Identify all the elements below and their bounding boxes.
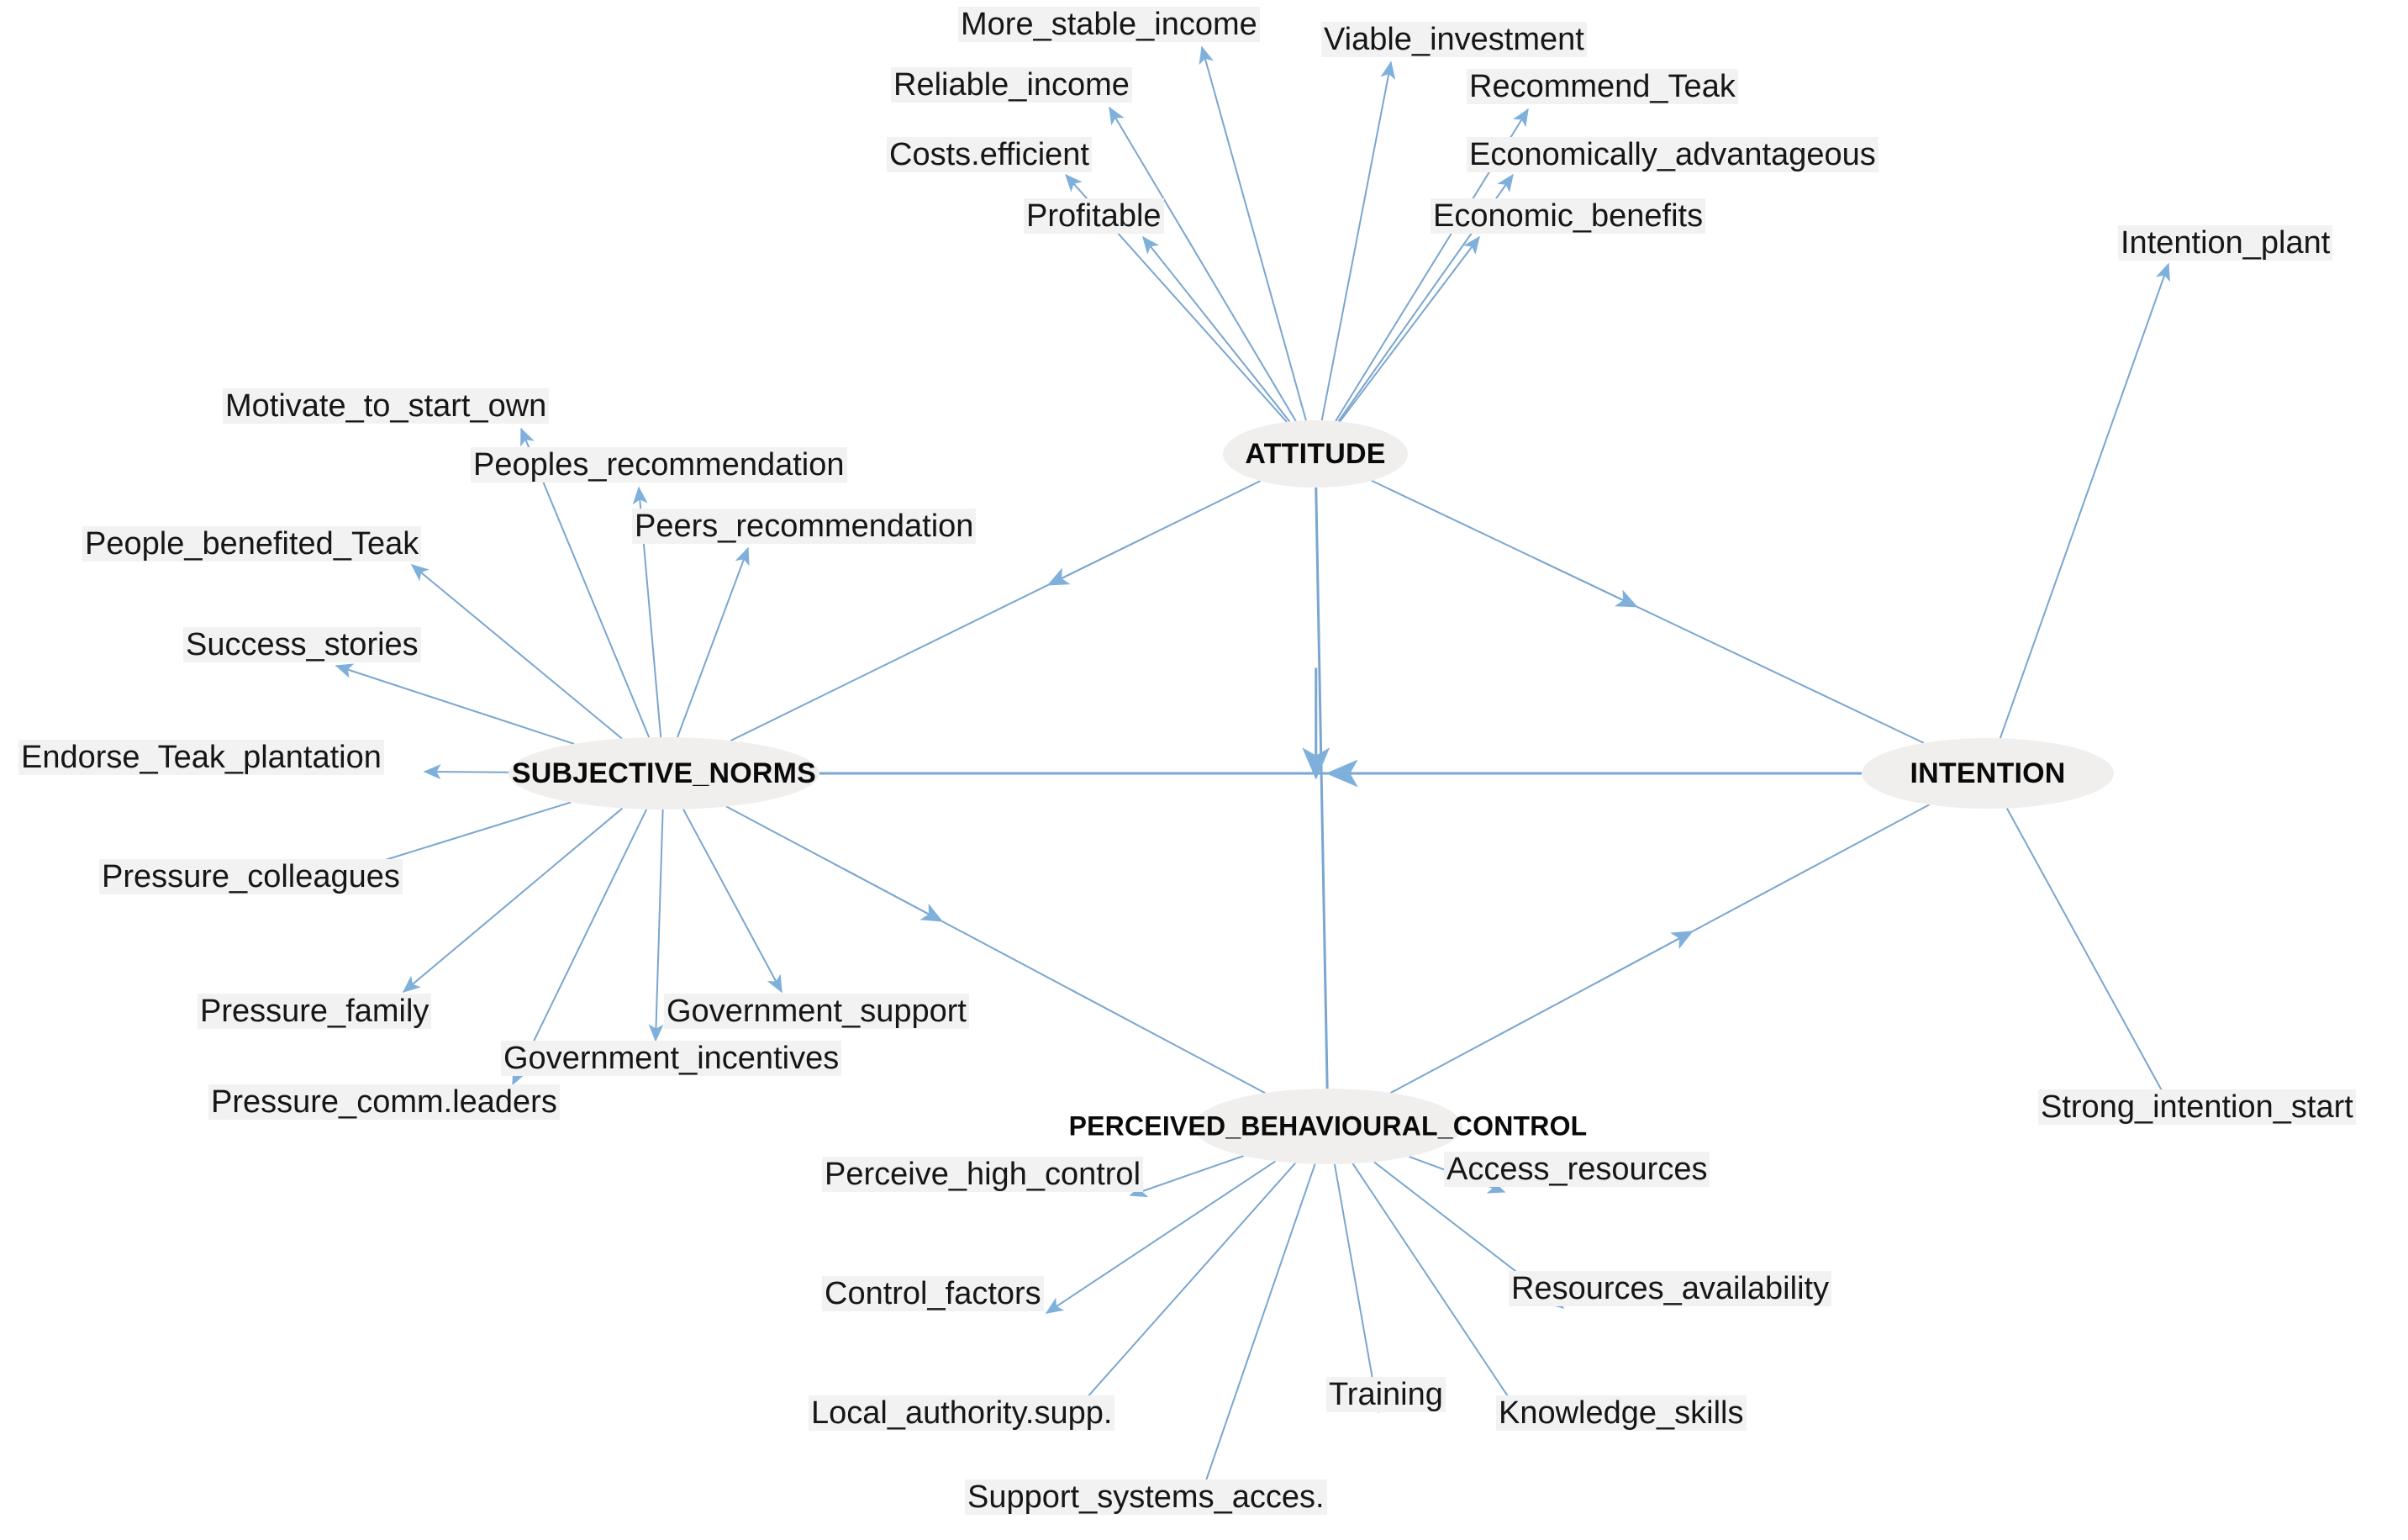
indicator-peoples_recommendation[interactable]: Peoples_recommendation: [471, 447, 847, 483]
measurement-arrow-people_benefited_teak: [410, 564, 623, 740]
indicator-access_resources[interactable]: Access_resources: [1444, 1152, 1710, 1187]
indicator-economic_benefits[interactable]: Economic_benefits: [1431, 198, 1706, 234]
indicator-pressure_comm_leaders[interactable]: Pressure_comm.leaders: [208, 1084, 560, 1120]
measurement-arrow-perceive_high_control: [1129, 1155, 1244, 1198]
indicator-profitable[interactable]: Profitable: [1024, 198, 1164, 234]
measurement-arrow-knowledge_skills: [1352, 1163, 1531, 1431]
indicator-strong_intention_start[interactable]: Strong_intention_start: [2038, 1089, 2356, 1125]
path-attitude-subjective-norms: [730, 480, 1261, 742]
path-subjective-norms-pbc: [725, 805, 1266, 1094]
measurement-arrow-local_authority_supp: [1058, 1162, 1296, 1431]
path-attitude-pbc: [1315, 487, 1329, 1089]
indicator-success_stories[interactable]: Success_stories: [183, 627, 421, 662]
indicator-economically_advantageous[interactable]: Economically_advantageous: [1467, 137, 1878, 172]
measurement-arrow-government_support: [682, 809, 782, 994]
indicator-resources_availability[interactable]: Resources_availability: [1509, 1271, 1832, 1306]
indicator-control_factors[interactable]: Control_factors: [822, 1276, 1044, 1311]
measurement-arrow-training: [1333, 1163, 1383, 1414]
indicator-people_benefited_teak[interactable]: People_benefited_Teak: [82, 526, 422, 562]
latent-node-attitude[interactable]: ATTITUDE: [1223, 420, 1408, 488]
indicator-recommend_teak[interactable]: Recommend_Teak: [1467, 69, 1738, 104]
latent-node-intention[interactable]: INTENTION: [1862, 738, 2114, 809]
indicator-motivate_to_start_own[interactable]: Motivate_to_start_own: [223, 388, 550, 424]
latent-node-perceived-behavioural-control[interactable]: PERCEIVED_BEHAVIOURAL_CONTROL: [1069, 1089, 1587, 1164]
measurement-arrow-profitable: [1142, 235, 1291, 423]
indicator-endorse_teak_plantation[interactable]: Endorse_Teak_plantation: [18, 740, 384, 775]
indicator-training[interactable]: Training: [1326, 1377, 1446, 1412]
indicator-peers_recommendation[interactable]: Peers_recommendation: [632, 509, 977, 544]
latent-label-intention: INTENTION: [1910, 757, 2066, 789]
measurement-arrow-government_incentives: [648, 809, 664, 1042]
path-attitude-to-intention-head: [1536, 558, 1638, 608]
indicator-intention_plant[interactable]: Intention_plant: [2118, 225, 2333, 261]
path-attitude-subjective-norms-head: [1046, 537, 1145, 586]
path-subjective-norms-pbc-head: [844, 868, 944, 922]
measurement-arrow-control_factors: [1045, 1160, 1277, 1314]
indicator-local_authority_supp[interactable]: Local_authority.supp.: [809, 1395, 1115, 1431]
path-attitude-to-intention: [1371, 479, 1925, 744]
measurement-arrow-reliable_income: [1109, 106, 1297, 422]
indicator-pressure_family[interactable]: Pressure_family: [198, 994, 432, 1029]
measurement-arrow-pressure_family: [402, 807, 624, 993]
measurement-arrow-success_stories: [335, 663, 575, 745]
indicator-support_systems_acces[interactable]: Support_systems_acces.: [965, 1479, 1327, 1515]
latent-label-perceived-behavioural-control: PERCEIVED_BEHAVIOURAL_CONTROL: [1068, 1110, 1588, 1142]
latent-node-subjective-norms[interactable]: SUBJECTIVE_NORMS: [508, 737, 819, 810]
measurement-arrow-support_systems_acces: [1195, 1163, 1316, 1506]
measurement-arrow-intention_plant: [1999, 262, 2170, 739]
indicator-perceive_high_control[interactable]: Perceive_high_control: [822, 1157, 1144, 1192]
latent-label-subjective-norms: SUBJECTIVE_NORMS: [511, 757, 817, 789]
indicator-more_stable_income[interactable]: More_stable_income: [958, 7, 1260, 42]
measurement-arrow-peers_recommendation: [677, 546, 750, 738]
measurement-arrow-economic_benefits: [1339, 235, 1480, 423]
measurement-arrow-strong_intention_start: [2005, 808, 2178, 1120]
indicator-government_incentives[interactable]: Government_incentives: [501, 1041, 842, 1076]
measurement-arrow-viable_investment: [1320, 61, 1396, 421]
measurement-arrow-endorse_teak_plantation: [423, 764, 509, 780]
latent-label-attitude: ATTITUDE: [1245, 437, 1386, 470]
indicator-reliable_income[interactable]: Reliable_income: [891, 67, 1132, 103]
indicator-knowledge_skills[interactable]: Knowledge_skills: [1496, 1395, 1747, 1431]
indicator-government_support[interactable]: Government_support: [664, 994, 969, 1029]
indicator-costs_efficient[interactable]: Costs.efficient: [887, 137, 1092, 172]
path-pbc-to-intention-head: [1594, 931, 1694, 984]
indicator-viable_investment[interactable]: Viable_investment: [1321, 22, 1587, 57]
measurement-arrow-pressure_comm_leaders: [512, 809, 648, 1086]
indicator-pressure_colleagues[interactable]: Pressure_colleagues: [99, 859, 403, 894]
measurement-arrow-more_stable_income: [1199, 45, 1307, 421]
